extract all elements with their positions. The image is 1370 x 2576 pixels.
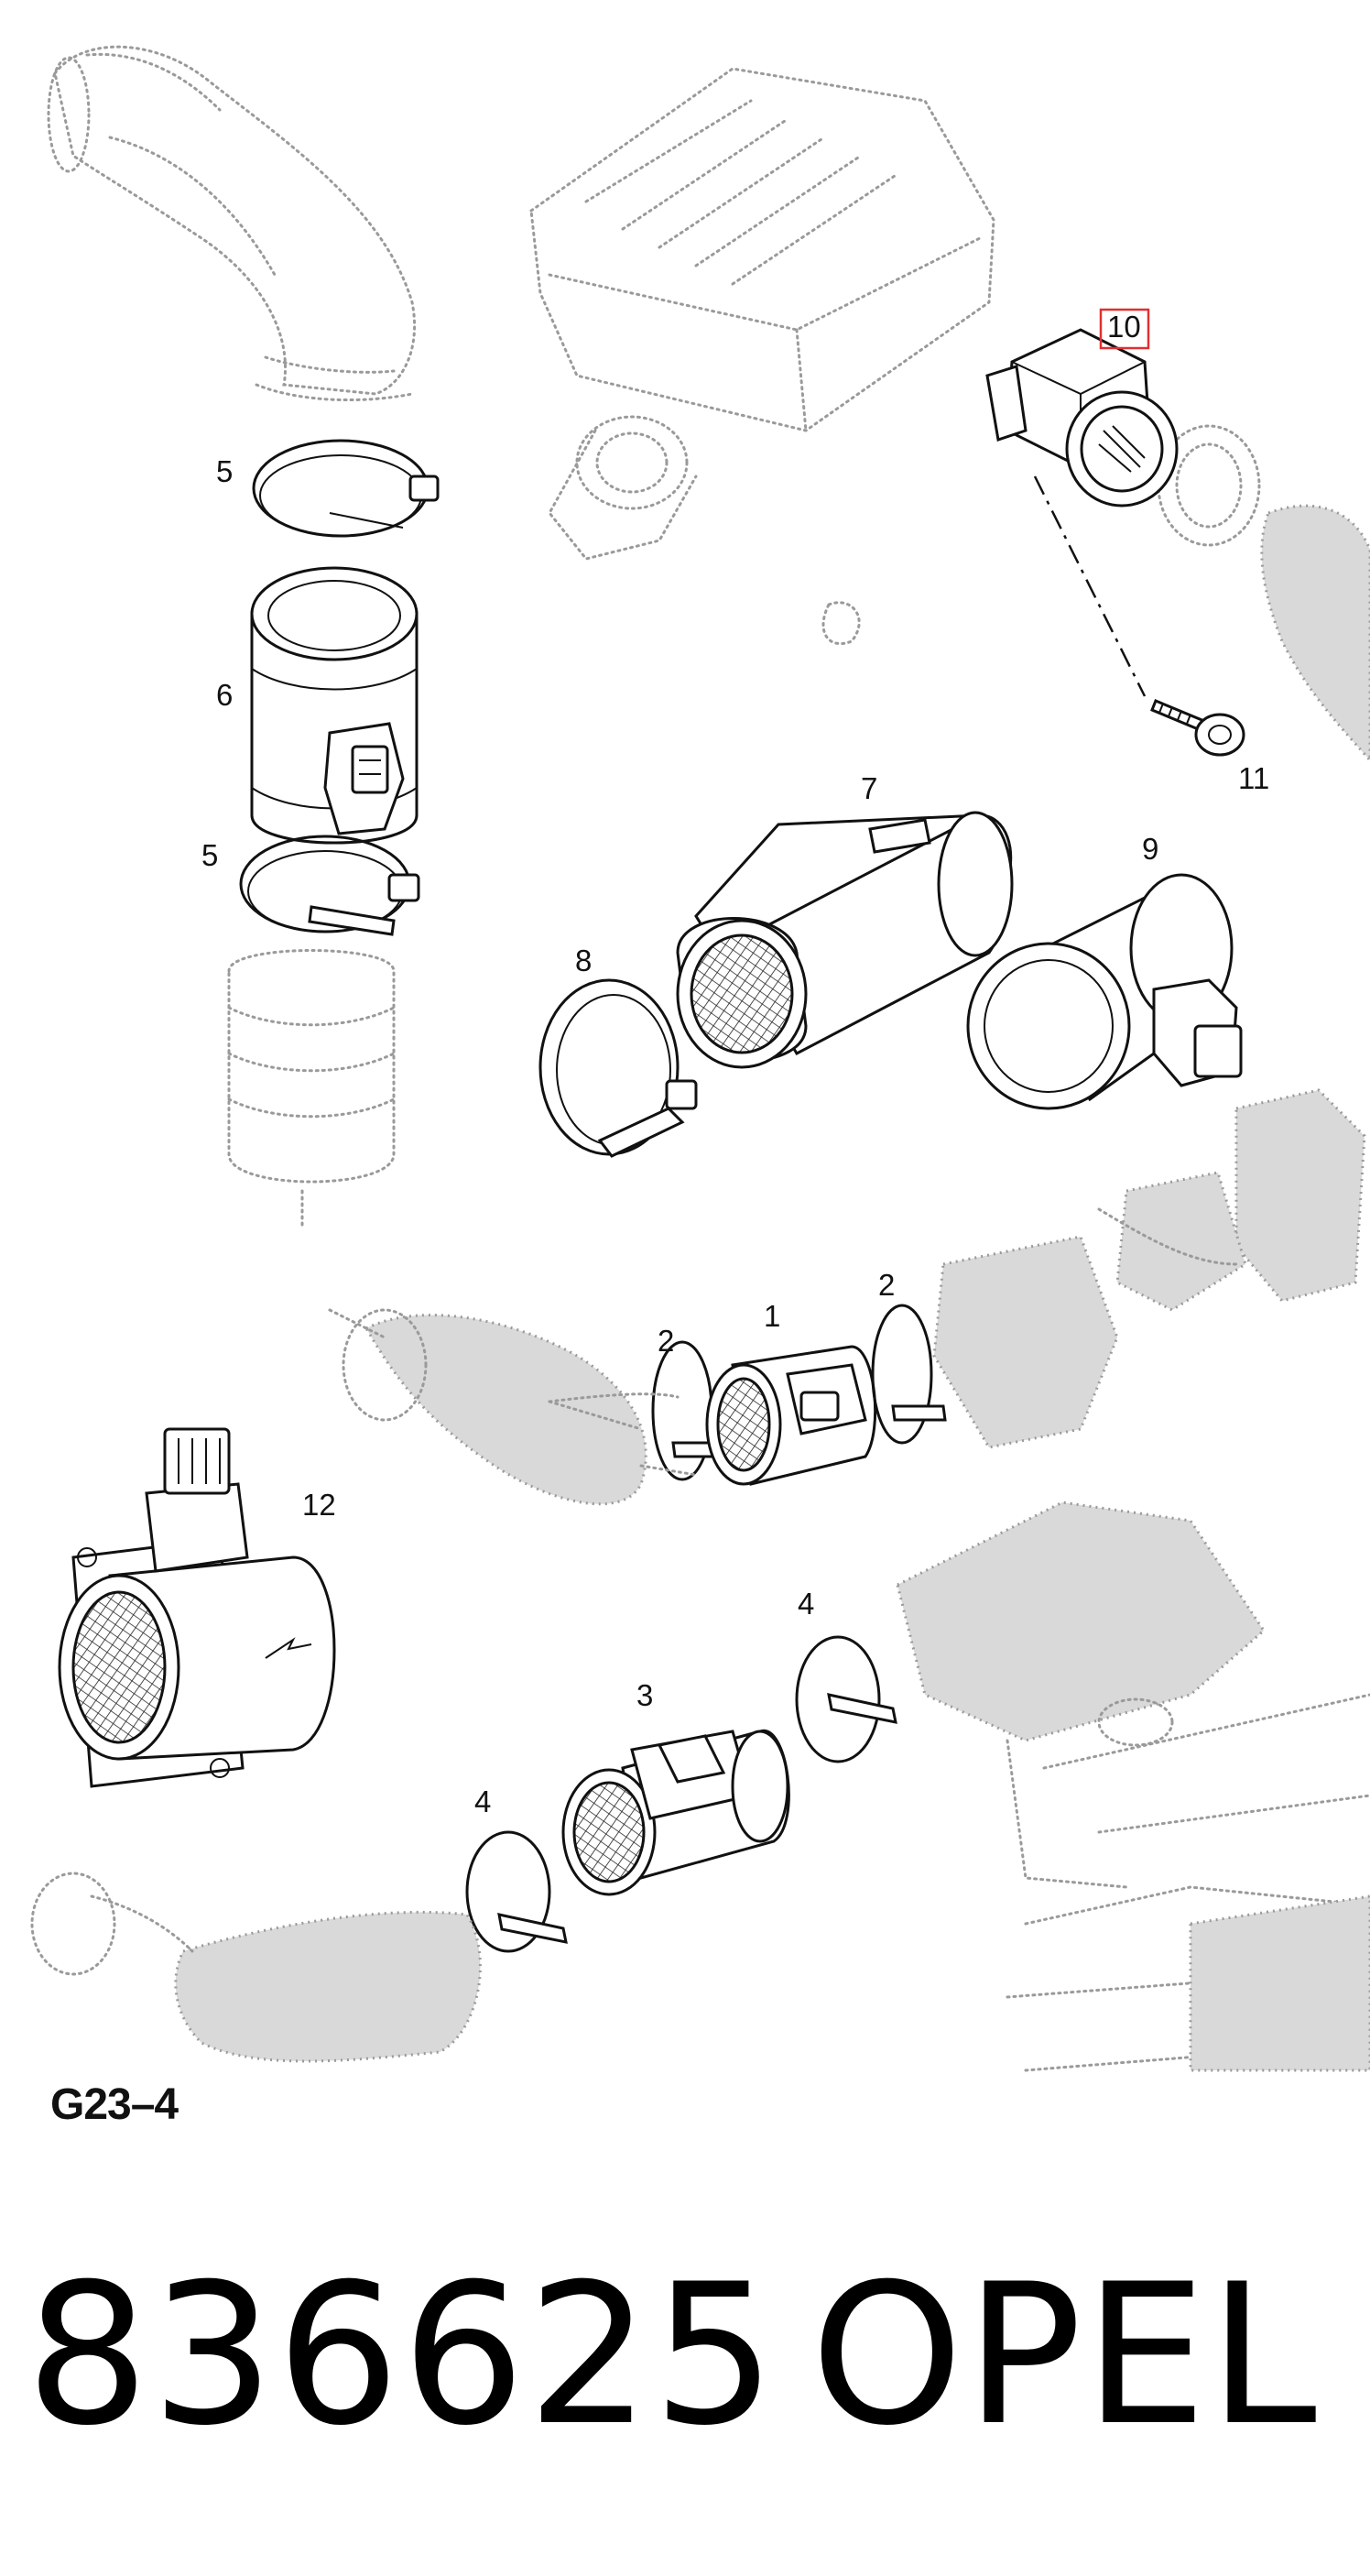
part-9-mass-air-flow-sensor	[966, 873, 1243, 1110]
part-12-mass-air-flow-sensor	[58, 1427, 336, 1788]
part-10-mount-line	[1033, 475, 1147, 697]
callout-10: 10	[1107, 310, 1141, 344]
part-7-mass-air-flow-tube	[676, 811, 1014, 1069]
callout-8: 8	[575, 944, 592, 977]
ghost-middle-left-hose	[328, 1308, 647, 1506]
clamp-4-right	[795, 1635, 897, 1763]
callout-2-left: 2	[658, 1324, 674, 1358]
callout-4-left: 4	[474, 1785, 491, 1818]
ghost-air-filter-box	[529, 67, 995, 646]
ghost-lower-left-hose	[30, 1872, 482, 2063]
callout-4-right: 4	[798, 1587, 814, 1621]
part-number: 836625	[26, 2242, 778, 2468]
callout-5-lower: 5	[201, 838, 218, 872]
ghost-intake-hose	[47, 45, 417, 402]
ghost-lower-right-engine	[896, 1501, 1370, 2072]
callout-9: 9	[1142, 832, 1158, 866]
callout-11: 11	[1238, 761, 1269, 795]
clamp-4-left	[465, 1830, 568, 1953]
callout-1: 1	[764, 1299, 780, 1333]
callout-5-upper: 5	[216, 454, 233, 488]
part-3-mass-air-flow-sensor	[561, 1730, 790, 1896]
callout-3: 3	[636, 1678, 653, 1712]
diagram-code: G23–4	[50, 2080, 179, 2129]
part-10-sensor	[985, 328, 1179, 508]
clamp-2-right	[871, 1304, 947, 1445]
brand-name: OPEL	[810, 2242, 1319, 2468]
callout-2-right: 2	[878, 1268, 895, 1302]
part-6-sensor-tube	[250, 566, 419, 845]
callout-7: 7	[861, 771, 877, 805]
callout-6: 6	[216, 678, 233, 712]
ghost-right-hose	[1157, 424, 1370, 763]
clamp-5-upper	[252, 439, 440, 538]
ghost-lower-bellows	[227, 949, 396, 1229]
callout-12: 12	[302, 1488, 336, 1522]
callout-10-highlight	[1099, 308, 1150, 350]
part-11-screw	[1150, 699, 1245, 757]
clamp-5-lower	[239, 835, 420, 936]
part-8-clamp	[538, 978, 698, 1158]
ghost-right-engine-bits	[932, 1088, 1366, 1449]
part-1-mass-air-flow-sensor	[705, 1345, 877, 1486]
